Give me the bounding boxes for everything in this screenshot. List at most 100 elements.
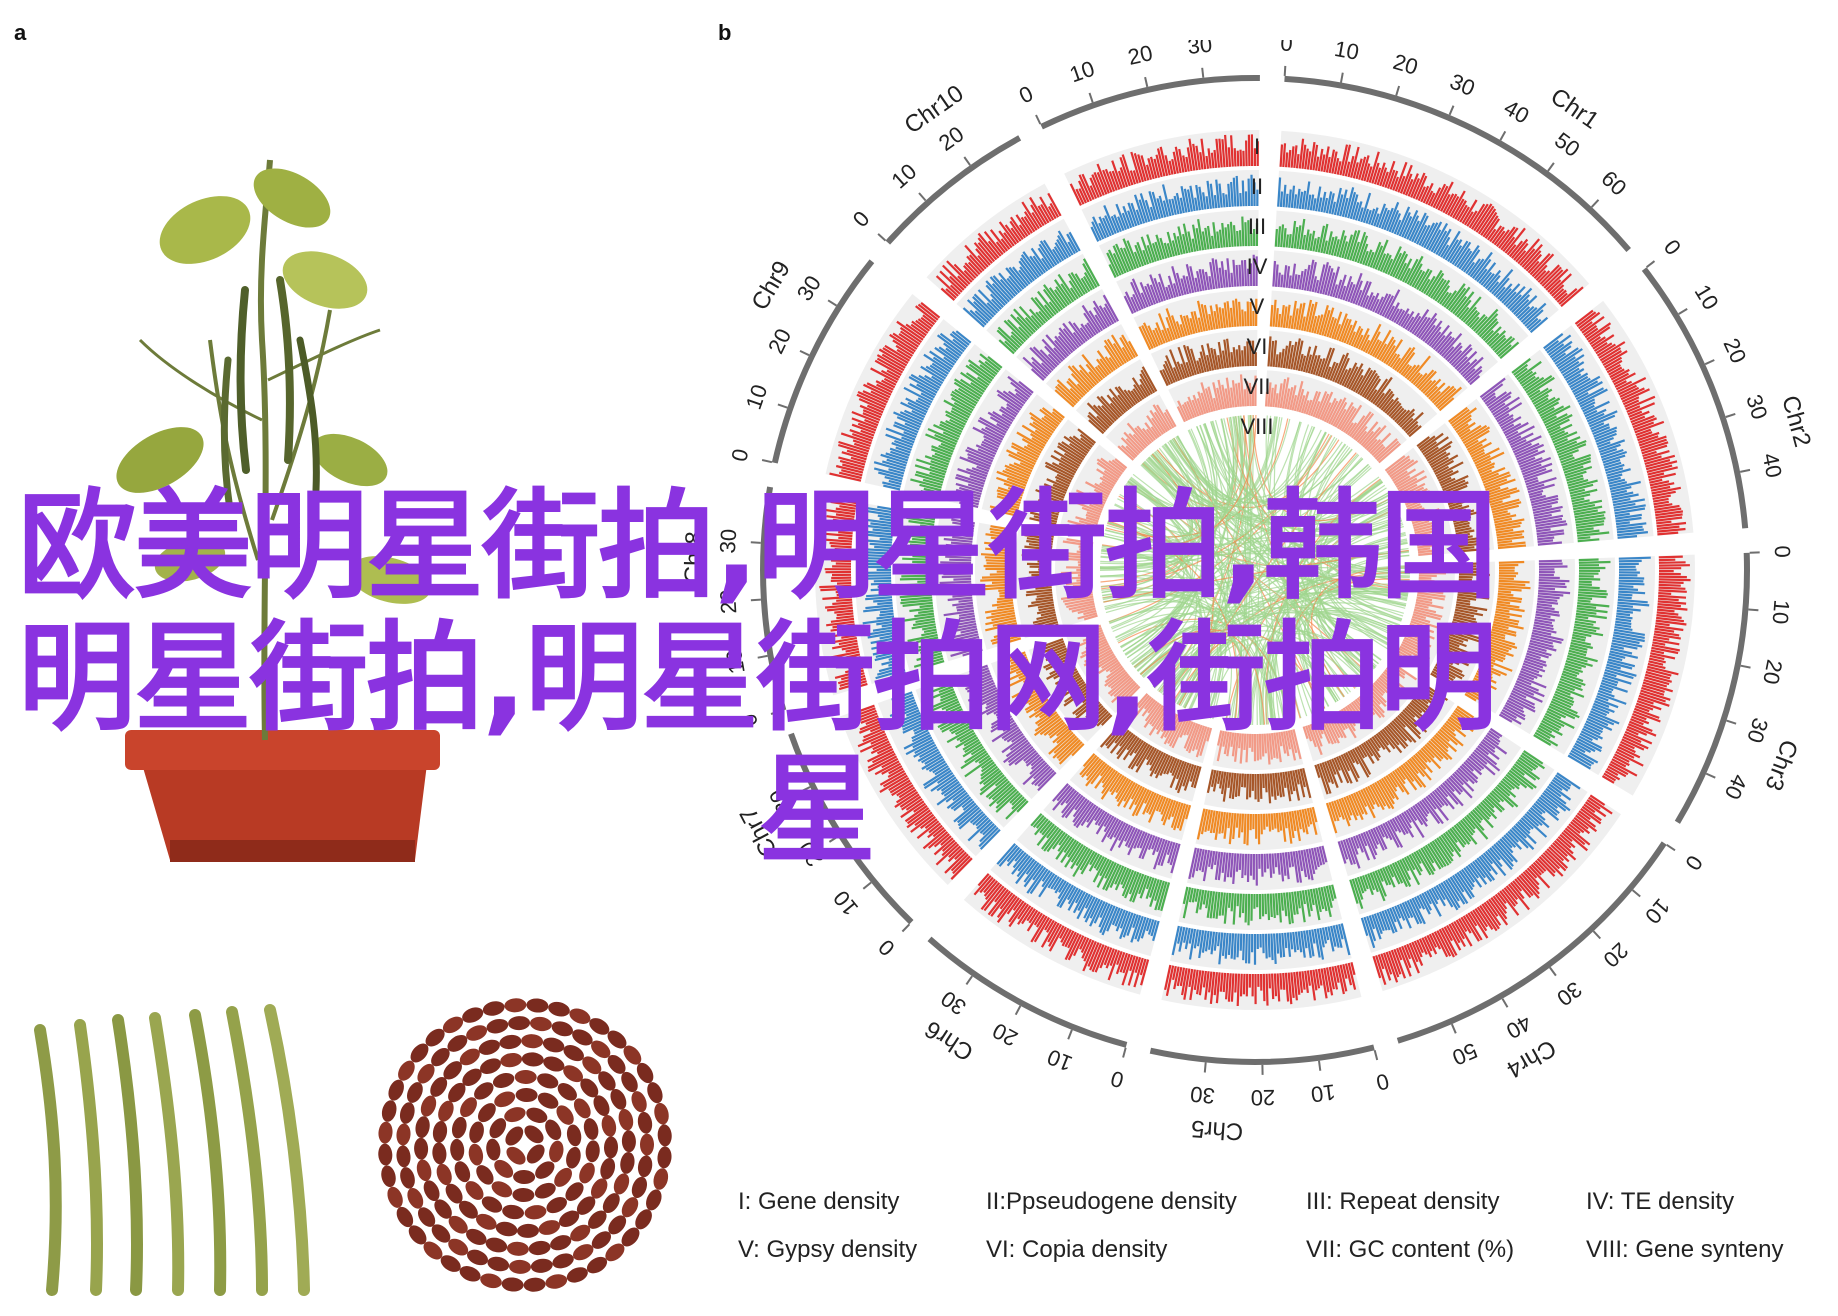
green-pods-image — [34, 1004, 310, 1296]
tick-label: 20 — [1126, 40, 1155, 70]
overlay-line-2: 明星街拍,明星街拍网,街拍明 — [18, 609, 1498, 747]
track-ii-chr8 — [859, 505, 907, 680]
tick-label: 20 — [1718, 334, 1751, 367]
track-iii-chr7 — [922, 678, 1029, 820]
chromosome-axis-chr7 — [788, 732, 914, 925]
track-iv-chr2 — [1479, 377, 1568, 546]
chromosome-axis-chr1 — [1284, 75, 1631, 252]
tick-label: 10 — [721, 647, 750, 675]
tick-label: 30 — [792, 271, 826, 305]
chromosome-axis-chr6 — [927, 936, 1128, 1048]
tick-label: 10 — [1044, 1044, 1076, 1076]
tick-label: 0 — [1770, 545, 1795, 558]
chromosome-axis-chr10 — [885, 135, 1022, 245]
tick-label: 20 — [1390, 49, 1421, 80]
track-iii-chr1 — [1274, 218, 1520, 360]
track-v-chr5 — [1196, 806, 1318, 846]
track-i-chr8 — [819, 499, 868, 691]
track-iv-chr1 — [1272, 259, 1484, 386]
track-i-chr2 — [1574, 309, 1687, 536]
track-v-chr3 — [1464, 560, 1531, 702]
track-i-chr4 — [1372, 794, 1613, 986]
panel-label-b: b — [718, 20, 732, 45]
legend-item-gypsy-density: V: Gypsy density — [738, 1236, 918, 1263]
chromosome-label-chr6: Chr6 — [920, 1015, 978, 1066]
track-iii-chr3 — [1533, 558, 1611, 747]
track-iv-chr6 — [1052, 783, 1181, 874]
tick-label: 0 — [848, 206, 875, 232]
tick-label: 20 — [988, 1018, 1021, 1052]
chromosome-axis-chr2 — [1641, 267, 1749, 529]
track-iii-chr2 — [1511, 358, 1610, 543]
chromosome-label-chr8: Chr8 — [680, 531, 708, 584]
track-v-chr11 — [1138, 298, 1258, 351]
track-v-chr7 — [1002, 651, 1085, 765]
overlay-watermark-text: 欧美明星街拍,明星街拍,韩国 明星街拍,明星街拍网,街拍明 星 — [18, 480, 1698, 876]
legend: I: Gene density II:Ppseudogene density I… — [738, 1188, 1818, 1298]
track-iv-chr11 — [1123, 254, 1258, 314]
track-ii-chr10 — [962, 230, 1081, 328]
track-label-v: V — [1250, 294, 1265, 319]
legend-item-gc-content: VII: GC content (%) — [1306, 1236, 1515, 1263]
track-iv-chr4 — [1337, 727, 1508, 869]
tick-label: 20 — [934, 121, 968, 156]
chromosome-label-chr1: Chr1 — [1545, 83, 1603, 135]
track-vii-chr11 — [1176, 374, 1257, 423]
track-vii-chr8 — [1060, 538, 1098, 621]
track-iii-chr10 — [996, 258, 1100, 355]
track-vi-chr1 — [1267, 336, 1424, 438]
legend-item-pseudogene-density: II:Ppseudogene density — [986, 1188, 1237, 1215]
tick-label: 0 — [1015, 81, 1037, 109]
tick-label: 30 — [1189, 1081, 1216, 1108]
track-vii-chr6 — [1130, 693, 1213, 758]
track-vi-chr5 — [1206, 767, 1312, 804]
track-label-vi: VI — [1247, 334, 1268, 359]
track-vi-chr4 — [1314, 683, 1449, 795]
panel-a-photo — [34, 159, 672, 1296]
legend-item-copia-density: VI: Copia density — [986, 1236, 1168, 1263]
panel-label-a: a — [14, 20, 27, 45]
track-vi-chr11 — [1159, 338, 1257, 387]
tick-label: 10 — [1066, 56, 1097, 88]
track-i-chr6 — [973, 873, 1150, 988]
tick-label: 20 — [763, 325, 796, 358]
chromosome-axis-chr5 — [1149, 1044, 1375, 1065]
track-iv-chr3 — [1498, 559, 1571, 725]
tick-label: 30 — [1552, 976, 1587, 1011]
chromosome-axis-chr11 — [1040, 74, 1260, 130]
tick-label: 30 — [715, 528, 741, 554]
tick-label: 0 — [1374, 1068, 1392, 1095]
tick-label: 30 — [936, 986, 970, 1021]
track-ii-chr7 — [889, 691, 1001, 850]
tick-label: 40 — [1500, 95, 1534, 129]
track-vii-chr9 — [1067, 457, 1128, 535]
track-vii-chr10 — [1117, 404, 1177, 461]
track-iii-chr6 — [1030, 813, 1171, 912]
track-vii-chr1 — [1265, 377, 1402, 464]
tick-label: 0 — [1108, 1066, 1126, 1093]
track-v-chr6 — [1079, 753, 1192, 831]
track-iv-chr7 — [960, 664, 1057, 792]
track-v-chr10 — [1054, 334, 1139, 408]
track-i-chr3 — [1601, 555, 1691, 784]
track-v-chr8 — [980, 525, 1022, 645]
track-i-chr1 — [1279, 138, 1584, 308]
tick-label: 50 — [1449, 1038, 1481, 1071]
track-vii-chr7 — [1077, 624, 1141, 707]
track-ii-chr9 — [873, 330, 972, 491]
tick-label: 10 — [1768, 599, 1795, 625]
track-ii-chr1 — [1277, 177, 1549, 334]
track-vi-chr2 — [1416, 432, 1490, 553]
chromosome-axis-chr9 — [771, 259, 875, 464]
track-label-iv: IV — [1247, 254, 1268, 279]
track-i-chr10 — [935, 192, 1062, 301]
tick-label: 0 — [1659, 235, 1686, 260]
tick-label: 40 — [1502, 1010, 1536, 1044]
track-vi-chr9 — [1029, 428, 1096, 526]
tick-label: 20 — [715, 589, 741, 615]
track-ii-chr3 — [1567, 556, 1651, 770]
track-ii-chr2 — [1543, 333, 1649, 539]
track-ii-chr5 — [1171, 923, 1351, 965]
